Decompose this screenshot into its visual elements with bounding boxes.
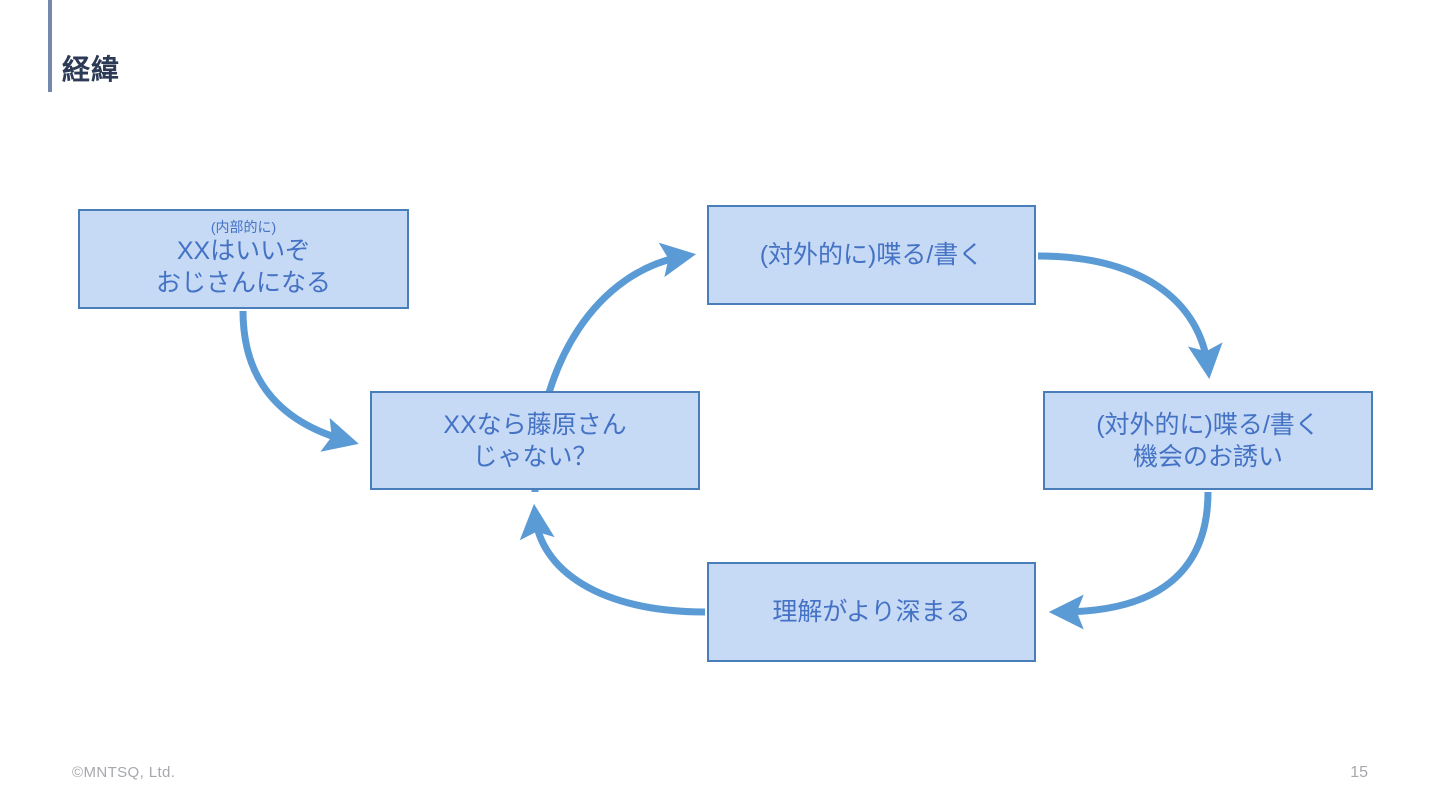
node-internal-line2: おじさんになる: [155, 269, 331, 298]
node-ask-line1: XXなら藤原さん: [443, 410, 627, 439]
node-invite-line2: 機会のお誘い: [1132, 442, 1283, 471]
node-deepen[interactable]: 理解がより深まる: [707, 562, 1036, 662]
node-ask[interactable]: XXなら藤原さん じゃない？: [370, 391, 700, 490]
title-accent-bar: [48, 0, 52, 92]
node-internal-line1: XXはいいぞ: [176, 237, 311, 266]
arrow-internal-to-ask: [239, 310, 359, 452]
node-invite[interactable]: (対外的に)喋る/書く 機会のお誘い: [1043, 391, 1373, 490]
node-ask-line2: じゃない？: [472, 442, 598, 471]
node-internal[interactable]: (内部的に) XXはいいぞ おじさんになる: [78, 209, 409, 309]
arrow-speak-to-invite: [1037, 252, 1223, 380]
arrow-deepen-to-ask: [519, 503, 706, 616]
arrow-invite-to-deepen: [1048, 491, 1212, 630]
node-speak-line1: (対外的に)喋る/書く: [759, 241, 984, 269]
node-internal-subtitle: (内部的に): [210, 218, 277, 235]
footer-page-number: 15: [1350, 764, 1368, 781]
node-speak[interactable]: (対外的に)喋る/書く: [707, 205, 1036, 305]
node-deepen-line1: 理解がより深まる: [772, 598, 971, 626]
page-title: 経緯: [62, 55, 121, 86]
footer-copyright: ©MNTSQ, Ltd.: [72, 764, 176, 781]
node-invite-line1: (対外的に)喋る/書く: [1096, 410, 1320, 439]
